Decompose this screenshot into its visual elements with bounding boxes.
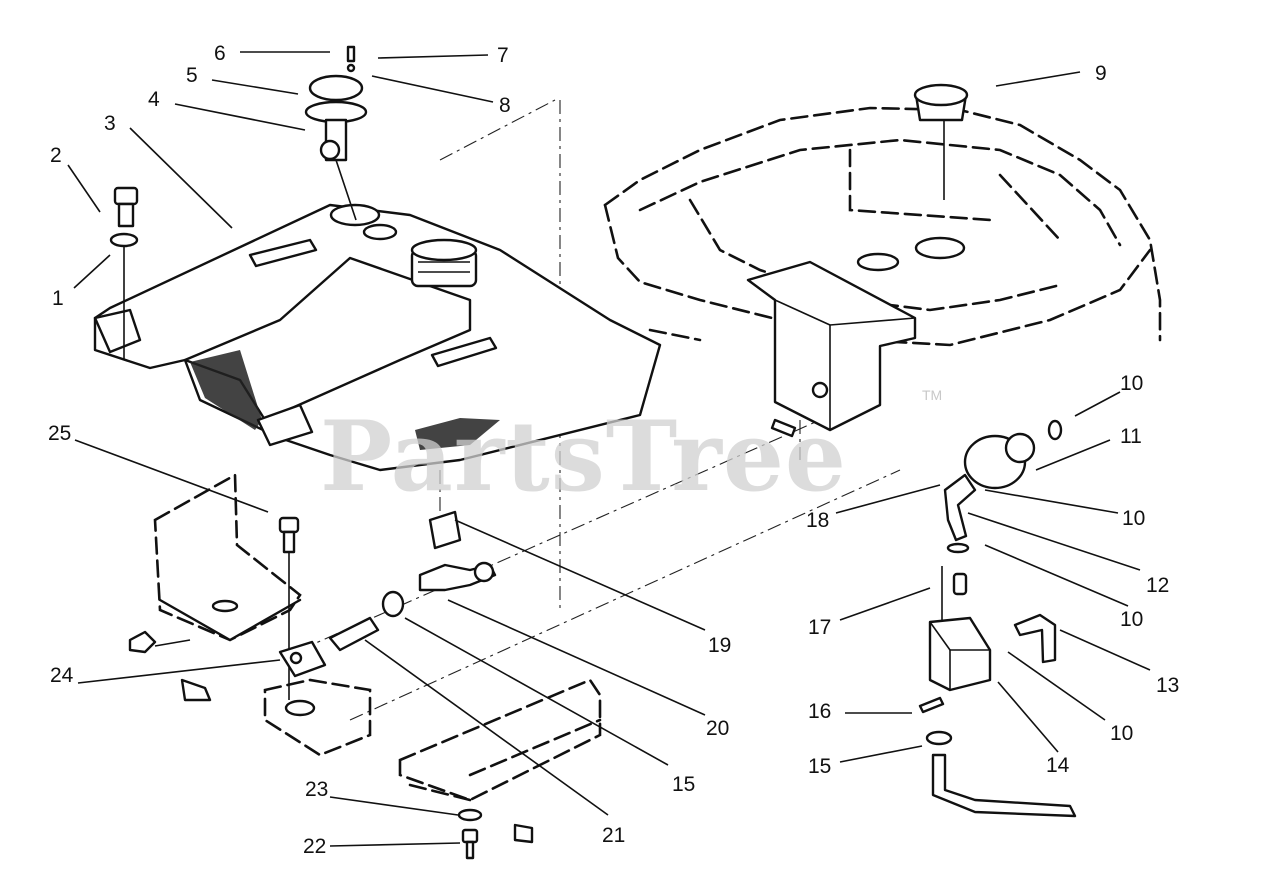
fuel-fittings [328,510,497,652]
callout-14: 14 [1046,754,1070,777]
callout-15-a: 15 [808,755,831,778]
callout-1: 1 [52,287,64,310]
callout-10-c: 10 [1120,608,1143,631]
callout-7: 7 [497,44,509,67]
callout-8: 8 [499,94,511,117]
callout-17: 17 [808,616,831,639]
callout-3: 3 [104,112,116,135]
callout-6: 6 [214,42,226,65]
tank-bolt [109,186,139,360]
callout-10-d: 10 [1110,722,1133,745]
callout-24: 24 [50,664,74,687]
callout-21: 21 [602,824,625,847]
bolt-25 [278,516,300,700]
callout-10-b: 10 [1122,507,1145,530]
callout-9: 9 [1095,62,1107,85]
callout-5: 5 [186,64,198,87]
clip-24 [278,640,327,678]
watermark-tm: TM [922,387,942,403]
callout-13: 13 [1156,674,1179,697]
callout-18: 18 [806,509,829,532]
fuel-tank [93,203,662,472]
seat-pan [603,83,1162,347]
callout-10-a: 10 [1120,372,1143,395]
center-bracket [746,260,917,438]
callout-2: 2 [50,144,62,167]
callout-19: 19 [708,634,731,657]
callouts: 6 7 5 8 4 3 2 1 9 10 11 10 18 12 10 17 1 [48,42,1179,858]
bottom-bracket [398,678,602,802]
watermark: PartsTree [320,400,847,513]
lower-bracket [180,678,372,757]
callout-23: 23 [305,778,328,801]
callout-12: 12 [1146,574,1169,597]
fuel-line-assembly [918,419,1077,818]
callout-20: 20 [706,717,729,740]
callout-11: 11 [1120,425,1142,448]
callout-4: 4 [148,88,160,111]
hardware-22-23 [457,808,534,860]
fuel-gauge-assembly [304,45,368,221]
callout-16: 16 [808,700,831,723]
callout-22: 22 [303,835,326,858]
callout-25: 25 [48,422,71,445]
left-bracket [128,472,302,654]
callout-15-b: 15 [672,773,695,796]
